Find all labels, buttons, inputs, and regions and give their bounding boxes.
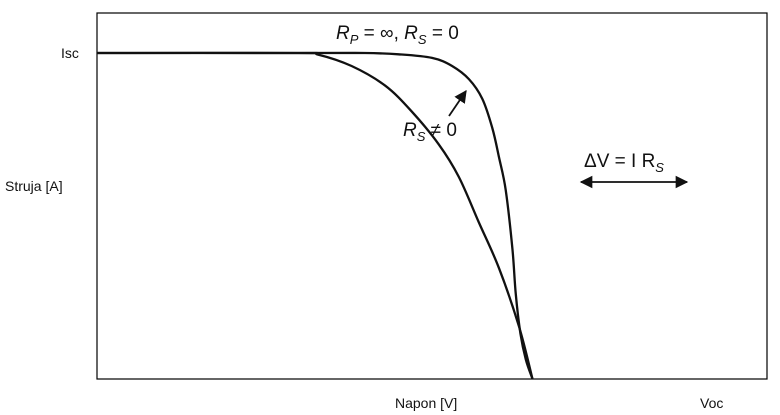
annotation-delta-v: ΔV = I RS (584, 151, 664, 175)
annotation-ideal: RP = ∞, RS = 0 (336, 23, 459, 47)
annotation-arrow (448, 89, 467, 117)
y-tick-label: Isc (61, 45, 79, 61)
annotation-series-resistance: RS ≠ 0 (403, 120, 457, 144)
series-resistance-curve (96, 51, 534, 380)
x-tick-label: Voc (700, 395, 723, 411)
ideal-curve (97, 51, 534, 380)
x-axis-label: Napon [V] (395, 395, 457, 411)
plot-frame (96, 12, 768, 380)
y-axis-label: Struja [A] (5, 178, 63, 194)
